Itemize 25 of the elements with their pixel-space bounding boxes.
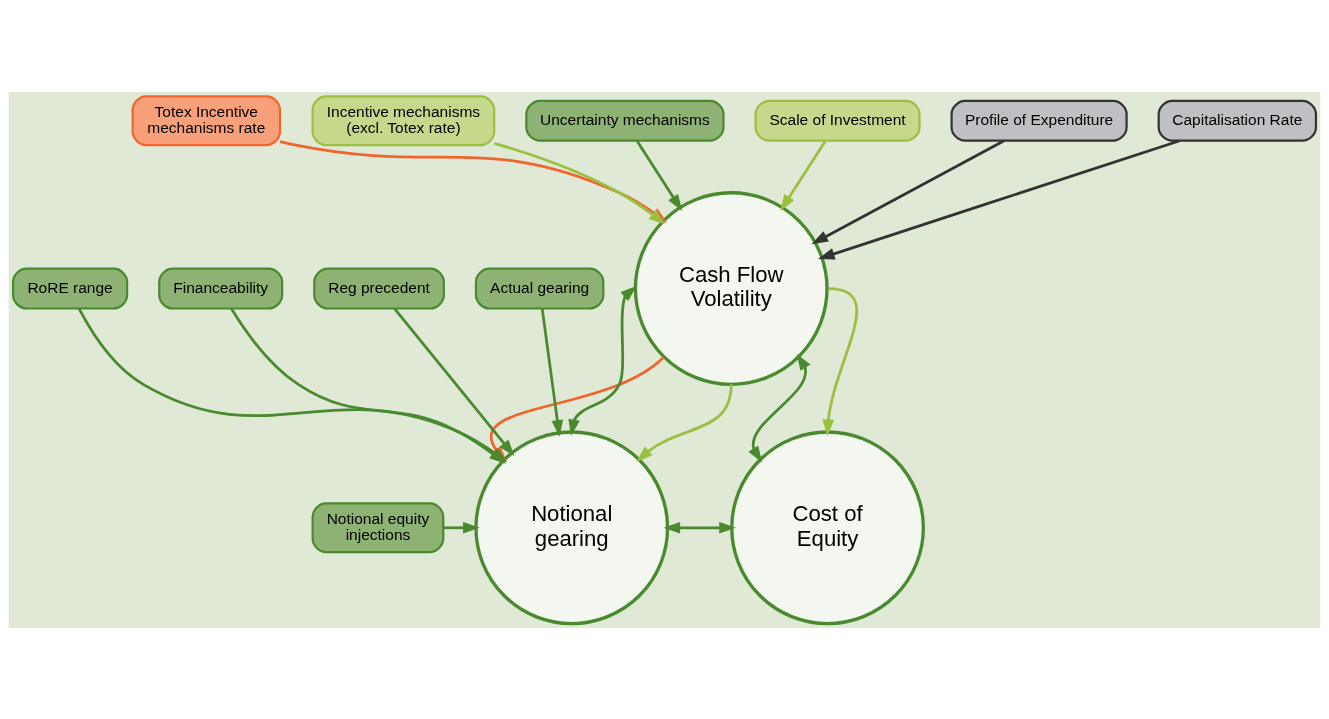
node-box: Reg precedent	[313, 267, 445, 310]
arrow	[780, 139, 827, 211]
node-box: Financeability	[158, 267, 284, 310]
node-box: Totex Incentive mechanisms rate	[131, 94, 282, 146]
node-box: Profile of Expenditure	[950, 99, 1128, 142]
arrow	[748, 353, 811, 463]
arrow	[568, 285, 637, 436]
arrow	[443, 521, 480, 534]
arrow	[393, 307, 515, 456]
arrow	[540, 308, 564, 437]
node-box: Notional equity injections	[311, 501, 445, 553]
node-box: RoRE range	[11, 267, 129, 310]
node-box: Incentive mechanisms (excl. Totex rate)	[311, 94, 496, 146]
arrow	[818, 138, 1181, 259]
node-box: Scale of Investment	[754, 99, 921, 142]
arrow	[663, 521, 736, 534]
arrow	[822, 286, 858, 436]
node-box: Capitalisation Rate	[1157, 99, 1318, 142]
node-box: Uncertainty mechanisms	[525, 99, 725, 142]
node-box: Actual gearing	[474, 267, 605, 310]
node-circle: Cost of Equity	[730, 429, 925, 625]
arrow	[635, 139, 683, 211]
arrow	[636, 383, 733, 462]
arrow	[811, 139, 1005, 244]
node-circle: Notional gearing	[474, 429, 670, 625]
